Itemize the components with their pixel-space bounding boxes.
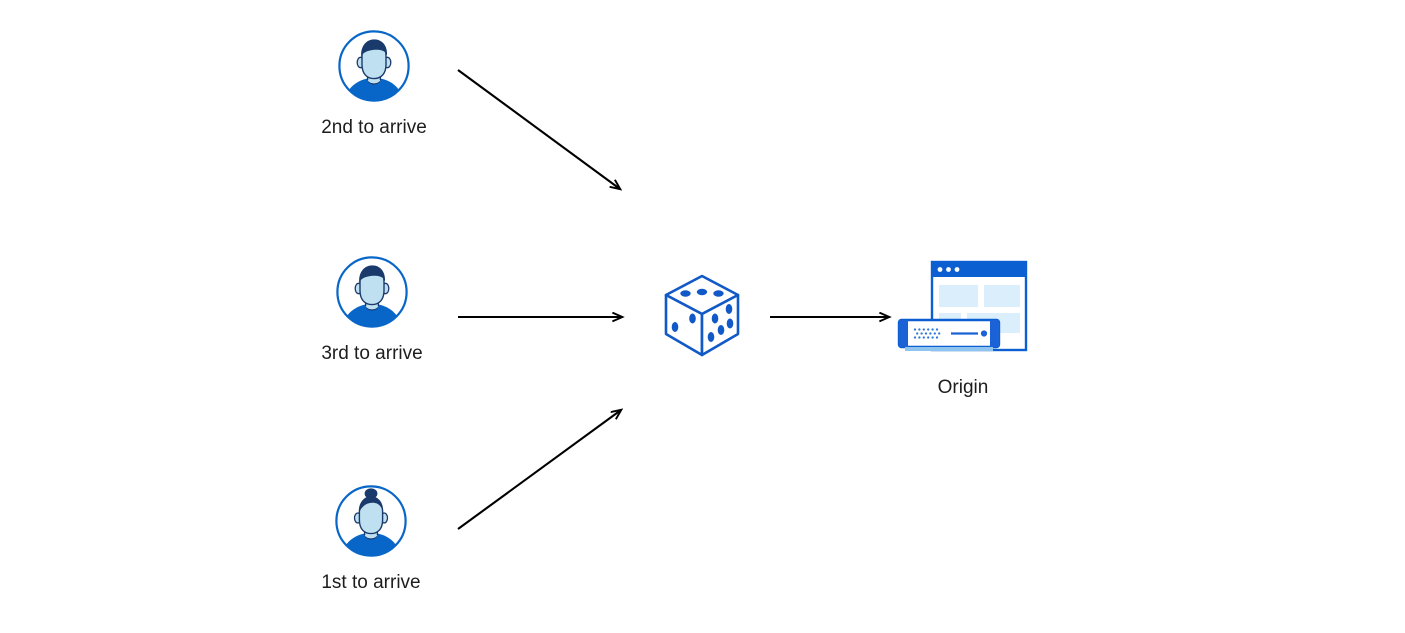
node-randomizer[interactable] xyxy=(659,270,743,362)
origin-server-icon xyxy=(897,260,1028,352)
user-avatar-icon xyxy=(336,256,408,328)
server-appliance xyxy=(897,318,1001,351)
node-client-1st[interactable]: 1st to arrive xyxy=(321,483,421,593)
node-origin[interactable]: Origin xyxy=(896,258,1028,398)
node-client-1st-label: 1st to arrive xyxy=(321,572,421,593)
node-origin-label: Origin xyxy=(937,377,989,398)
user-avatar-icon xyxy=(338,30,410,102)
node-client-3rd-label: 3rd to arrive xyxy=(321,343,423,364)
dice-icon xyxy=(664,274,740,357)
node-client-3rd[interactable]: 3rd to arrive xyxy=(321,254,423,364)
node-client-2nd-label: 2nd to arrive xyxy=(321,117,427,138)
arrow-1st-to-dice xyxy=(457,410,621,530)
node-client-2nd[interactable]: 2nd to arrive xyxy=(321,28,427,138)
user-avatar-bun-icon xyxy=(335,485,407,557)
